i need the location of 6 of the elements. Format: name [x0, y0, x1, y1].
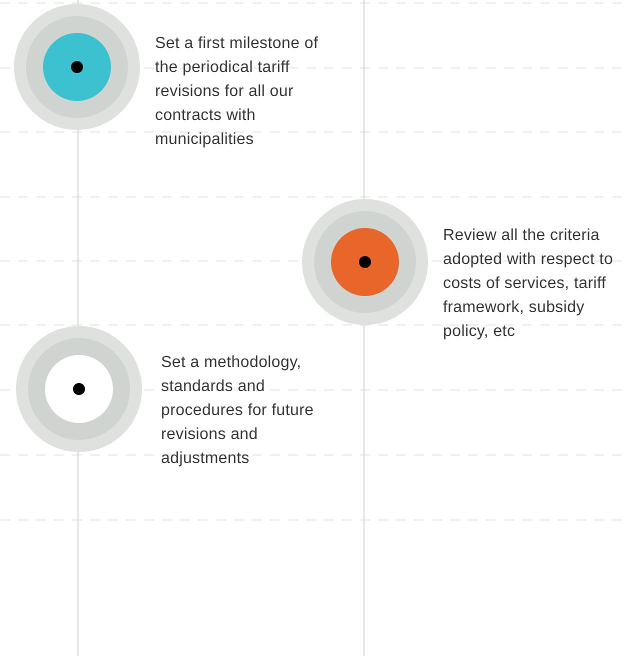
- milestone-description: Set a first milestone of the periodical tariff revisions for all our contracts with municipalities: [155, 34, 320, 150]
- milestone-description: Set a methodology, standards and procedures for future revisions and adjustments: [161, 353, 315, 469]
- milestone-marker: [15, 325, 143, 453]
- milestone-description: Review all the criteria adopted with respect to costs of services, tariff framework, subsidy policy, etc: [443, 226, 614, 342]
- milestone-marker: [13, 3, 141, 131]
- milestone-marker: [301, 198, 429, 326]
